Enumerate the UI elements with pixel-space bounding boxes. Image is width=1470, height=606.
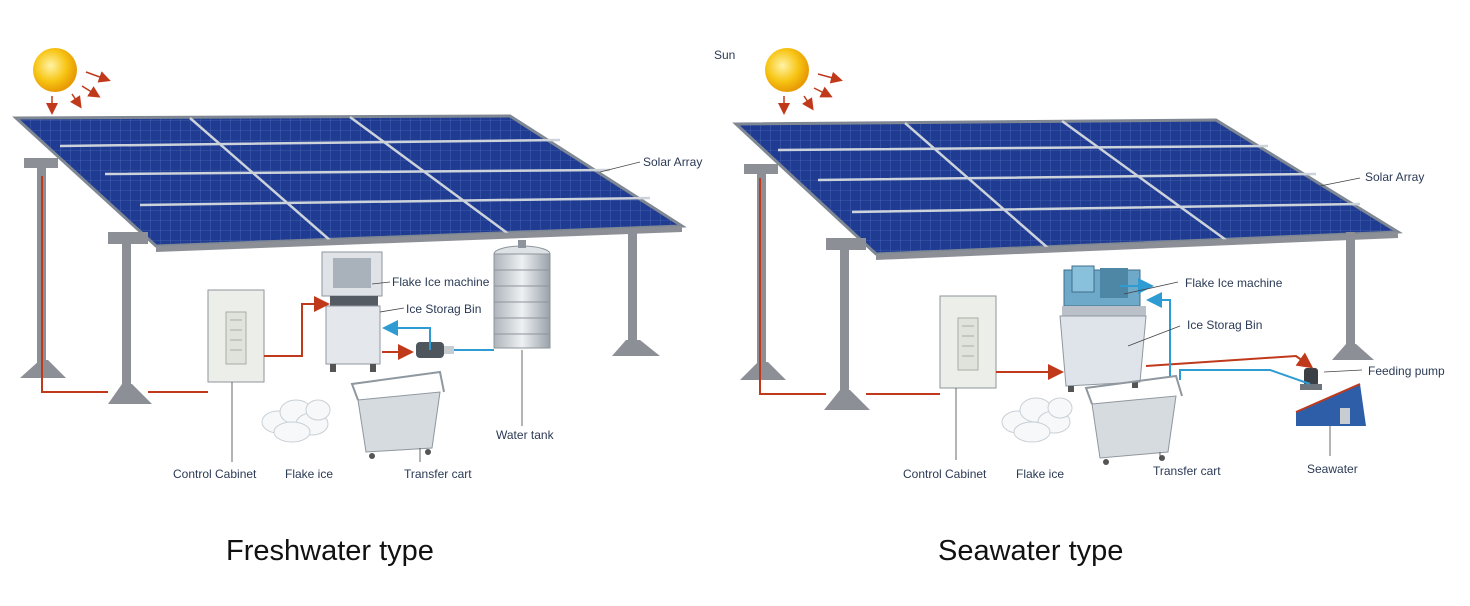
power-line — [1145, 352, 1314, 369]
feeding-pump — [1300, 368, 1322, 390]
label-flake-ice-machine: Flake Ice machine — [1185, 276, 1283, 290]
pump-icon — [416, 342, 454, 358]
panel-title-freshwater: Freshwater type — [226, 535, 434, 567]
label-flake-ice-machine: Flake Ice machine — [392, 275, 490, 289]
seawater-panel — [732, 48, 1403, 465]
control-cabinet — [939, 295, 997, 389]
power-line — [264, 296, 330, 357]
seawater — [1295, 383, 1366, 426]
power-line — [41, 176, 108, 393]
label-feeding-pump: Feeding pump — [1368, 364, 1445, 378]
solar-array — [732, 118, 1403, 260]
label-flake-ice: Flake ice — [285, 467, 334, 481]
label-solar-array: Solar Array — [643, 155, 703, 169]
panel-title-seawater: Seawater type — [938, 535, 1124, 567]
label-control-cabinet: Control Cabinet — [903, 467, 987, 481]
label-ice-storage-bin: Ice Storag Bin — [1187, 318, 1263, 332]
label-flake-ice: Flake ice — [1016, 467, 1065, 481]
power-line — [759, 178, 826, 395]
flake-ice — [261, 399, 331, 443]
flake-ice-machine — [1062, 265, 1146, 316]
flake-ice — [1001, 397, 1073, 443]
transfer-cart — [1084, 374, 1183, 465]
support-frame — [740, 164, 1374, 410]
leader-lines — [231, 161, 641, 462]
freshwater-panel — [12, 48, 687, 462]
water-line — [1146, 292, 1171, 376]
sun-icon — [765, 48, 843, 115]
water-line — [1179, 369, 1311, 385]
solar-array — [12, 114, 687, 252]
label-seawater: Seawater — [1307, 462, 1358, 476]
label-control-cabinet: Control Cabinet — [173, 467, 257, 481]
label-sun: Sun — [714, 48, 736, 62]
sun-icon — [33, 48, 111, 115]
label-water-tank: Water tank — [496, 428, 554, 442]
water-tank — [493, 240, 551, 349]
water-line — [382, 320, 431, 350]
label-transfer-cart: Transfer cart — [404, 467, 472, 481]
leader-lines — [955, 177, 1363, 460]
label-solar-array: Solar Array — [1365, 170, 1425, 184]
flake-ice-machine — [321, 251, 383, 372]
label-ice-storage-bin: Ice Storag Bin — [406, 302, 482, 316]
control-cabinet — [207, 289, 265, 383]
transfer-cart — [350, 370, 445, 459]
ice-storage-bin — [1059, 315, 1147, 392]
label-transfer-cart: Transfer cart — [1153, 464, 1221, 478]
